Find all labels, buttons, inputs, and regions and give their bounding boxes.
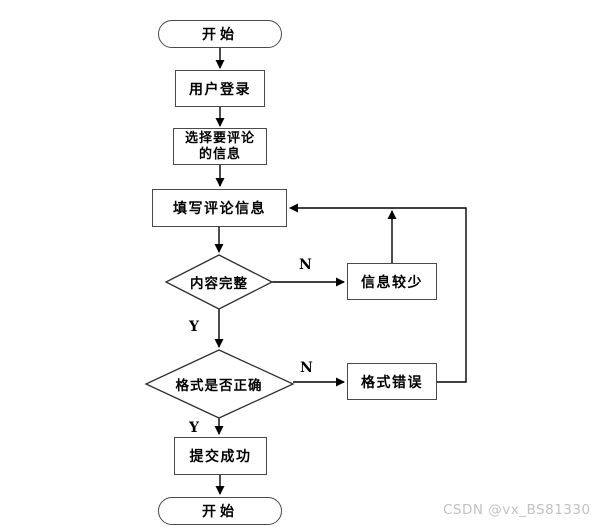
node-format-error: 格式错误 [347, 363, 437, 400]
edge-label-format-yes: Y [189, 420, 199, 436]
node-submit-success: 提交成功 [174, 437, 267, 475]
node-start: 开始 [158, 20, 282, 48]
decision-format-correct-shape [144, 349, 295, 419]
node-submit-success-label: 提交成功 [189, 449, 252, 465]
node-select-info-line2: 的信息 [198, 146, 241, 162]
decision-content-complete-shape [164, 254, 274, 310]
node-info-too-little-label: 信息较少 [361, 274, 423, 291]
node-fill-comment-label: 填写评论信息 [173, 201, 266, 217]
node-start-label: 开始 [202, 27, 238, 43]
node-end-label: 开始 [202, 504, 238, 520]
edge-format-error-loop-to-fill [289, 203, 467, 383]
edge-label-format-no: N [300, 360, 313, 376]
node-format-error-label: 格式错误 [361, 374, 423, 391]
node-end: 开始 [158, 497, 282, 525]
node-user-login-label: 用户登录 [189, 81, 251, 98]
edge-label-content-no: N [299, 257, 312, 273]
node-user-login: 用户登录 [175, 70, 265, 107]
node-select-info-line1: 选择要评论 [184, 130, 255, 146]
node-select-info: 选择要评论 的信息 [173, 128, 267, 165]
edge-label-content-yes: Y [189, 319, 199, 335]
node-fill-comment: 填写评论信息 [152, 189, 287, 227]
node-select-info-label: 选择要评论 的信息 [185, 131, 255, 163]
node-info-too-little: 信息较少 [347, 263, 437, 300]
csdn-watermark: CSDN @vx_BS81330 [443, 502, 591, 518]
